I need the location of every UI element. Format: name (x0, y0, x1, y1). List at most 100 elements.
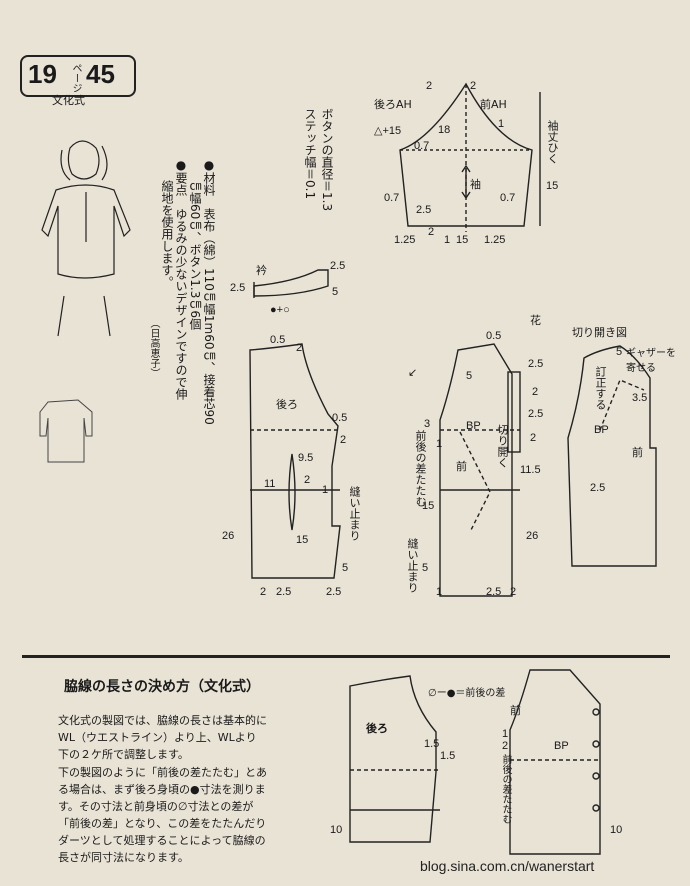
front-diff-label: 前後の差たたむ (414, 430, 427, 507)
back-label: 後ろ (276, 398, 298, 411)
cut-v-25: 2.5 (590, 482, 606, 494)
bottom-front-pattern (509, 669, 601, 855)
correct-label: 訂正する (594, 366, 607, 410)
back-v-2c: 2 (304, 474, 311, 486)
front-v-2c: 2 (510, 586, 517, 598)
para-line-4: 下の製図のように「前後の差たたむ」とあ (58, 766, 267, 779)
back-v-2b: 2 (340, 434, 347, 446)
gather-label: ギャザーを寄せる (626, 348, 676, 374)
section-title: 脇線の長さの決め方（文化式） (64, 679, 260, 695)
front-flower-mark: 花 (530, 314, 541, 327)
bottom-diff-label: 前後の差たたむ (500, 754, 511, 824)
para-line-2: WL（ウエストライン）より上、WLより (58, 731, 257, 744)
back-v-05b: 0.5 (332, 412, 348, 424)
bottom-v-10b: 10 (610, 824, 623, 836)
back-v-5: 5 (342, 562, 349, 574)
pattern-method: 文化式 (52, 94, 85, 107)
sleeve-v-15b: 15 (546, 180, 559, 192)
back-v-26: 26 (222, 530, 235, 542)
bottom-bp: BP (554, 740, 569, 752)
para-line-8: ダーツとして処理することによって脇線の (58, 834, 266, 847)
sleeve-v-1: 1 (498, 118, 505, 130)
sleeve-pattern (399, 82, 541, 232)
front-cut-open: 切り開く (496, 424, 509, 468)
back-v-15: 15 (296, 534, 309, 546)
back-v-25b: 2.5 (326, 586, 342, 598)
bottom-v-15b: 1.5 (440, 750, 456, 762)
para-line-3: 下の２ケ所で調整します。 (58, 748, 189, 761)
back-v-05a: 0.5 (270, 334, 286, 346)
page-number: 19 (28, 59, 57, 89)
cut-v-5: 5 (616, 346, 623, 358)
para-line-6: す。その寸法と前身頃の∅寸法との差が (58, 800, 254, 813)
pattern-number: 45 (86, 59, 115, 89)
front-v-25b: 2.5 (528, 408, 544, 420)
section-divider (22, 655, 670, 658)
front-bodice-pattern (439, 343, 521, 597)
front-v-5: 5 (466, 370, 473, 382)
front-v-25a: 2.5 (528, 358, 544, 370)
front-seam-stop: 縫い止まり (406, 538, 419, 593)
front-v-5b: 5 (422, 562, 429, 574)
para-line-9: 長さが同寸法になります。 (58, 851, 189, 864)
sleeve-v-d15: △+15 (374, 125, 402, 137)
back-view-sketch (39, 399, 93, 463)
collar-v-5: 5 (332, 286, 339, 298)
front-v-25c: 2.5 (486, 586, 502, 598)
sleeve-length-label: 袖丈ひく (546, 120, 559, 164)
materials-line2: ㎝幅60㎝、ボタン1.3㎝6個 (188, 180, 202, 330)
bottom-back-label: 後ろ (366, 722, 388, 735)
back-v-2d: 2 (260, 586, 267, 598)
page-word: ページ (70, 63, 81, 93)
front-v-2b: 2 (530, 432, 537, 444)
bottom-front-label: 前 (510, 704, 521, 717)
front-arrow: ↙ (408, 367, 418, 379)
sleeve-v-07b: 0.7 (384, 192, 400, 204)
designer-credit: （日高恵子） (148, 318, 159, 378)
blog-watermark: blog.sina.com.cn/wanerstart (420, 858, 595, 874)
materials-line4: 縮地を使用します。 (160, 180, 174, 288)
page-badge: 19 ページ 45 (20, 55, 136, 97)
back-v-2a: 2 (296, 342, 303, 354)
para-line-1: 文化式の製図では、脇線の長さは基本的に (58, 714, 267, 727)
bottom-back-pattern (349, 675, 440, 843)
cut-v-35: 3.5 (632, 392, 648, 404)
sleeve-v-18: 18 (438, 124, 451, 136)
front-v-15: 15 (422, 500, 435, 512)
bottom-v-15a: 1.5 (424, 738, 440, 750)
bottom-legend: ∅ー●＝前後の差 (428, 688, 506, 699)
back-bodice-pattern (249, 343, 341, 579)
para-line-5: る場合は、まず後ろ身頃の●寸法を測りま (58, 783, 266, 796)
back-v-1: 1 (322, 484, 329, 496)
bottom-v-10a: 10 (330, 824, 343, 836)
bottom-v-1: 1 (502, 728, 509, 740)
cut-diagram-title: 切り開き図 (572, 326, 627, 339)
sleeve-front-ah: 前AH (480, 98, 507, 111)
materials-line3: ●要点 ゆるみの少ないデザインですので伸 (174, 158, 188, 400)
cut-bp: BP (594, 424, 609, 436)
back-v-95: 9.5 (298, 452, 314, 464)
sleeve-v-2b: 2 (470, 80, 477, 92)
back-v-11: 11 (264, 478, 276, 490)
front-v-1b: 1 (436, 586, 443, 598)
back-seam-stop: 縫い止まり (348, 486, 361, 541)
back-v-25: 2.5 (276, 586, 292, 598)
collar-label: 衿 (256, 264, 267, 277)
front-v-2a: 2 (532, 386, 539, 398)
sleeve-label: 袖 (470, 178, 481, 191)
front-v-115: 11.5 (520, 464, 541, 476)
sleeve-v-2c: 2 (428, 226, 435, 238)
stitch-width: ステッチ幅＝0.1 (303, 108, 317, 200)
collar-v-25a: 2.5 (230, 282, 246, 294)
model-illustration (41, 140, 131, 337)
collar-mark: ●+○ (270, 304, 290, 316)
cut-open-pattern (567, 345, 657, 567)
front-v-3: 3 (424, 418, 431, 430)
sleeve-v-25: 2.5 (416, 204, 432, 216)
front-label: 前 (456, 460, 467, 473)
sleeve-v-125b: 1.25 (484, 234, 506, 246)
cut-front-label: 前 (632, 446, 643, 459)
button-diameter: ボタンの直径＝1.3 (320, 108, 334, 212)
sleeve-v-07c: 0.7 (500, 192, 516, 204)
